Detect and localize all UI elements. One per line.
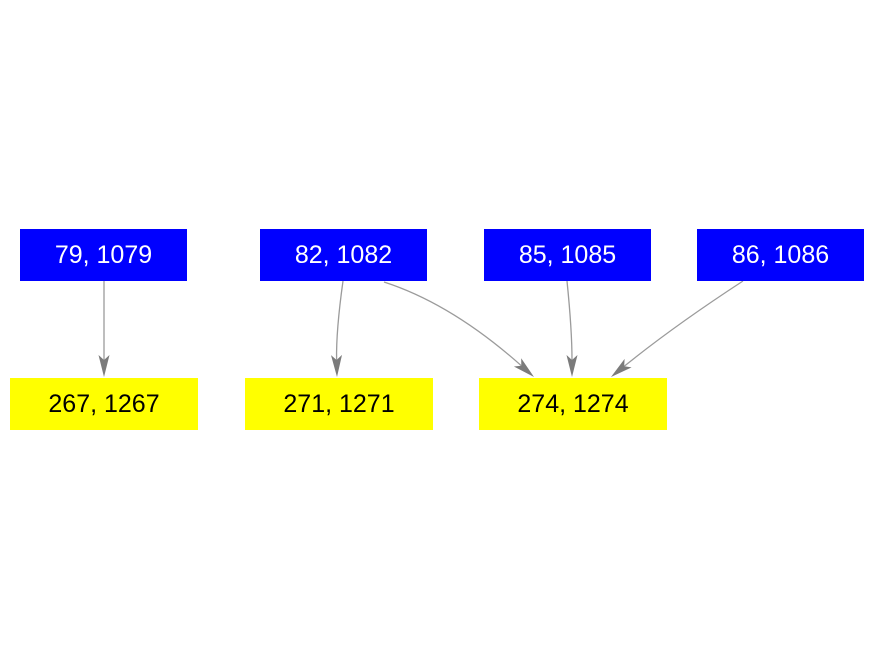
node-79-1079: 79, 1079 bbox=[20, 229, 187, 281]
edge-85-1085-to-274-1274 bbox=[566, 280, 573, 361]
edge-86-1086-to-274-1274 bbox=[623, 280, 744, 367]
arrowhead-icon bbox=[98, 355, 110, 377]
node-85-1085: 85, 1085 bbox=[484, 229, 651, 281]
arrowhead-icon bbox=[513, 358, 534, 377]
arrowhead-icon bbox=[331, 354, 342, 377]
node-271-1271: 271, 1271 bbox=[245, 378, 433, 430]
node-267-1267: 267, 1267 bbox=[10, 378, 198, 430]
edge-82-1082-to-271-1271 bbox=[335, 280, 344, 361]
node-82-1082: 82, 1082 bbox=[260, 229, 427, 281]
arrowhead-icon bbox=[566, 355, 578, 377]
node-274-1274: 274, 1274 bbox=[479, 378, 667, 430]
arrowhead-icon bbox=[611, 358, 632, 377]
edge-82-1082-to-274-1274 bbox=[383, 281, 522, 367]
node-86-1086: 86, 1086 bbox=[697, 229, 864, 281]
